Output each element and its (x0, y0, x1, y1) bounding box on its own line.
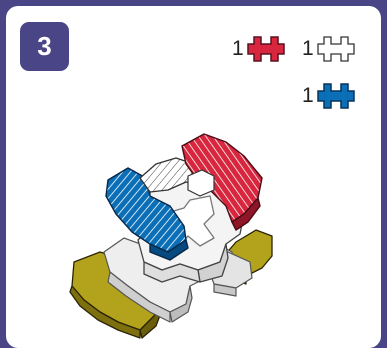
white-accent (188, 170, 214, 196)
